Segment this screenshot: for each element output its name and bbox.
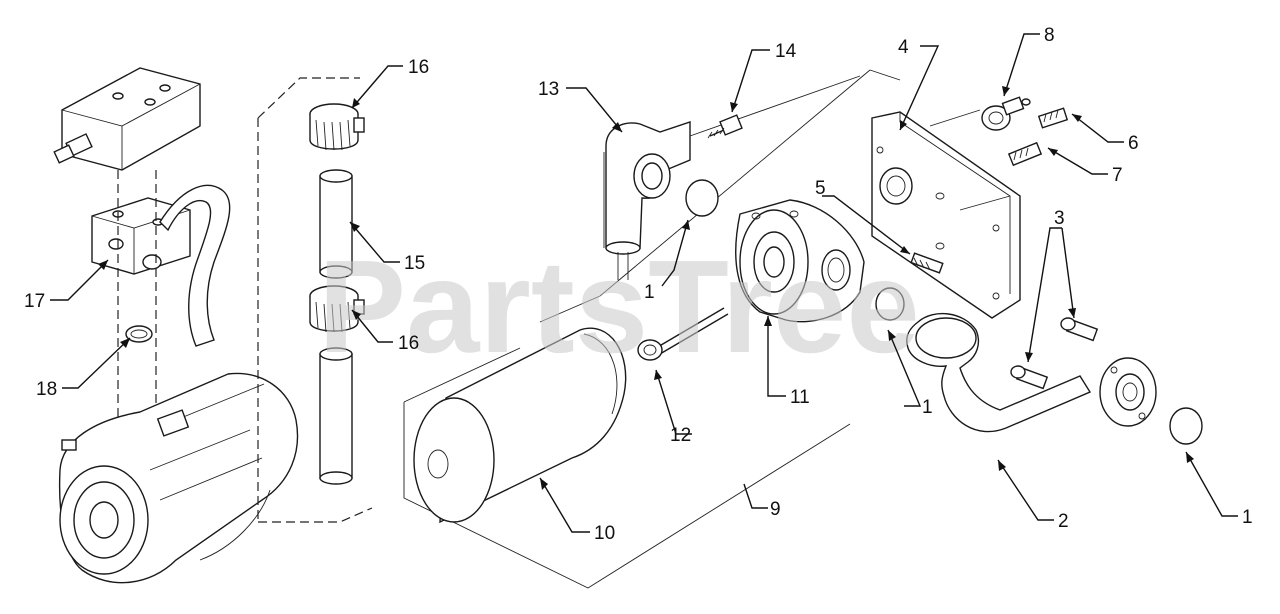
arrowhead-4 [900, 120, 907, 130]
hydraulic-hose-bent [159, 184, 231, 347]
callout-13: 13 [538, 79, 559, 100]
callout-7: 7 [1112, 165, 1123, 186]
arrowhead-1-right [1186, 452, 1194, 463]
arrowhead-15 [350, 222, 360, 232]
arrowhead-16-upper [352, 98, 360, 108]
callout-18: 18 [36, 379, 57, 400]
arrowhead-14 [730, 102, 738, 112]
arrowhead-11 [764, 316, 772, 326]
o-ring-1-upper [685, 179, 719, 217]
callout-16-lower: 16 [398, 333, 419, 354]
leader-18 [62, 337, 131, 389]
leader-15 [349, 221, 400, 263]
leader-5 [822, 195, 911, 255]
arrowhead-12 [654, 370, 662, 380]
leader-1-center [661, 219, 689, 287]
leader-8 [1003, 33, 1040, 97]
callout-10: 10 [594, 523, 615, 544]
leader-4 [899, 45, 940, 131]
filter-bracket-outline [403, 69, 901, 589]
leader-3-left [1027, 227, 1062, 363]
bolt-5 [910, 252, 944, 274]
leader-7 [1047, 147, 1108, 175]
leader-1-middle [887, 329, 922, 407]
leader-11 [767, 316, 786, 397]
column-dash-bottom [258, 507, 373, 523]
leader-2 [997, 459, 1054, 521]
valve-block [53, 67, 201, 171]
column-dash-top [257, 77, 360, 119]
arrowhead-16-lower [352, 310, 361, 320]
leader-13 [566, 87, 623, 133]
leader-16-upper [351, 65, 403, 109]
hose-section-15 [319, 169, 353, 279]
leader-14 [731, 49, 770, 113]
callout-17: 17 [24, 291, 45, 312]
leader-16-lower [351, 309, 393, 343]
callout-3: 3 [1054, 208, 1065, 229]
callout-4: 4 [898, 37, 909, 58]
fitting-6 [1037, 107, 1069, 129]
arrowhead-17 [98, 260, 108, 270]
arrowhead-18 [120, 338, 130, 348]
tube-2 [906, 312, 1092, 433]
arrowhead-1-center [682, 220, 690, 230]
leader-6 [1071, 113, 1124, 143]
hydraulic-pump [58, 372, 299, 584]
fitting-7 [1007, 141, 1043, 167]
stud-12 [637, 307, 729, 361]
callout-1-center: 1 [644, 282, 655, 303]
leader-17 [50, 259, 109, 301]
hose-clamp-lower [309, 285, 365, 333]
mounting-panel-4 [871, 109, 1021, 319]
arrowhead-13 [612, 122, 622, 132]
arrowhead-1-middle [888, 330, 896, 341]
o-ring-18 [125, 325, 153, 343]
arrowhead-10 [540, 478, 548, 490]
arrowhead-7 [1048, 148, 1058, 156]
arrowhead-5 [900, 246, 910, 254]
sensor-8 [981, 96, 1031, 131]
leader-10 [539, 477, 590, 533]
callout-16-upper: 16 [408, 57, 429, 78]
arrowhead-3-right [1068, 308, 1076, 318]
bolts-3 [1010, 317, 1099, 390]
callout-14: 14 [775, 41, 797, 62]
leader-3-right [1061, 227, 1075, 319]
callout-2: 2 [1058, 511, 1069, 532]
callout-1-middle: 1 [922, 397, 933, 418]
leader-1-right [1185, 451, 1238, 517]
leader-12 [655, 369, 692, 435]
callout-5: 5 [815, 178, 826, 199]
callout-9: 9 [770, 499, 781, 520]
hose-clamp-upper [309, 103, 365, 151]
callout-15: 15 [404, 253, 425, 274]
arrowhead-8 [1002, 86, 1010, 96]
filter-head-13 [603, 121, 691, 280]
partstree-watermark: PartsTree [318, 233, 920, 380]
bolt-14 [707, 114, 743, 139]
callout-1-right: 1 [1242, 507, 1253, 528]
filter-element-10 [413, 327, 627, 524]
arrowhead-6 [1072, 114, 1082, 122]
arrowhead-3-left [1025, 352, 1033, 362]
o-ring-1-right [1169, 407, 1203, 445]
leader-9 [743, 483, 768, 509]
callout-12: 12 [670, 425, 691, 446]
filter-base-11 [735, 199, 865, 323]
callout-8: 8 [1044, 25, 1055, 46]
callout-6: 6 [1128, 133, 1139, 154]
o-ring-1-middle [875, 287, 905, 321]
hose-section-lower [319, 347, 353, 485]
arrowhead-2 [998, 460, 1006, 471]
flange-fitting [1099, 357, 1157, 427]
callout-11: 11 [790, 387, 810, 408]
